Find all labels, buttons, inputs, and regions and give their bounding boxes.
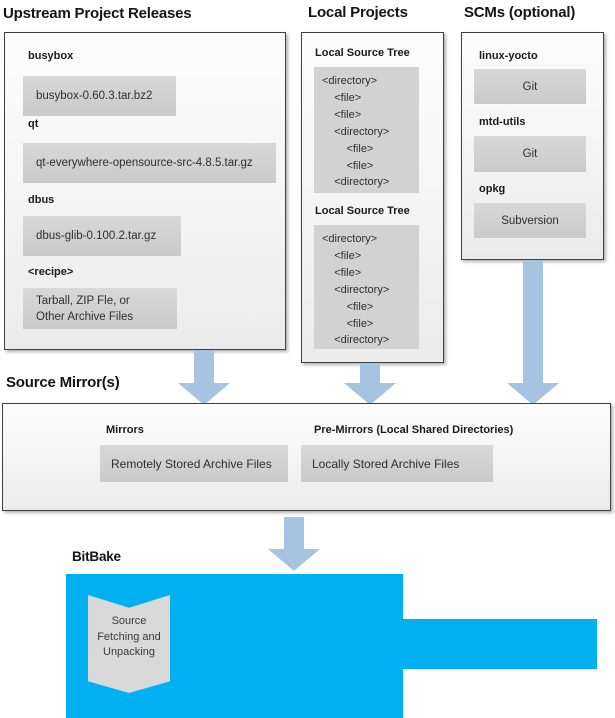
artifact-box: dbus-glib-0.100.2.tar.gz <box>23 216 181 256</box>
upstream-panel: busybox busybox-0.60.3.tar.bz2 qt qt-eve… <box>4 32 286 350</box>
scm-project-label: opkg <box>479 183 506 195</box>
artifact-box: busybox-0.60.3.tar.bz2 <box>23 76 176 116</box>
source-tree-box: <directory> <file> <file> <directory> <f… <box>314 225 419 349</box>
recipe-name-label: dbus <box>28 194 55 206</box>
scm-type-text: Git <box>522 148 538 160</box>
local-projects-title: Local Projects <box>308 4 408 21</box>
artifact-box: Tarball, ZIP Fle, or Other Archive Files <box>23 288 177 329</box>
local-projects-panel: Local Source Tree <directory> <file> <fi… <box>301 32 444 363</box>
scm-project-label: mtd-utils <box>479 116 526 128</box>
scms-panel: linux-yocto Git mtd-utils Git opkg Subve… <box>461 32 604 260</box>
mirrors-label: Mirrors <box>106 424 144 436</box>
mirror-store-box: Remotely Stored Archive Files <box>100 445 288 482</box>
mirror-store-text: Locally Stored Archive Files <box>312 456 460 471</box>
scm-type-text: Subversion <box>501 214 559 227</box>
recipe-name-label: <recipe> <box>28 266 74 278</box>
scm-type-box: Subversion <box>474 203 586 238</box>
source-tree-label: Local Source Tree <box>315 205 410 217</box>
source-tree-box: <directory> <file> <file> <directory> <f… <box>314 67 419 193</box>
mirror-store-box: Locally Stored Archive Files <box>301 445 493 482</box>
recipe-name-label: qt <box>28 118 39 130</box>
bitbake-output-bar <box>403 619 597 669</box>
scm-project-label: linux-yocto <box>479 50 538 62</box>
artifact-text: qt-everywhere-opensource-src-4.8.5.tar.g… <box>36 157 253 169</box>
premirrors-label: Pre-Mirrors (Local Shared Directories) <box>314 424 514 436</box>
source-fetching-banner: Source Fetching and Unpacking <box>88 595 170 693</box>
down-arrow-icon <box>268 517 320 571</box>
scm-type-text: Git <box>522 80 538 93</box>
artifact-text: Tarball, ZIP Fle, or Other Archive Files <box>36 294 134 323</box>
artifact-text: busybox-0.60.3.tar.bz2 <box>36 90 153 102</box>
artifact-text: dbus-glib-0.100.2.tar.gz <box>36 230 157 242</box>
down-arrow-icon <box>178 350 230 405</box>
scm-type-box: Git <box>474 136 586 172</box>
down-arrow-icon <box>507 260 559 405</box>
bitbake-title: BitBake <box>72 549 121 564</box>
mirror-store-text: Remotely Stored Archive Files <box>111 456 272 471</box>
recipe-name-label: busybox <box>28 50 74 62</box>
down-arrow-icon <box>344 363 396 405</box>
upstream-title: Upstream Project Releases <box>3 5 192 22</box>
source-tree-label: Local Source Tree <box>315 47 410 59</box>
source-mirrors-title: Source Mirror(s) <box>6 374 120 391</box>
scms-title: SCMs (optional) <box>464 4 576 21</box>
source-mirrors-panel: Mirrors Remotely Stored Archive Files Pr… <box>2 403 611 511</box>
artifact-box: qt-everywhere-opensource-src-4.8.5.tar.g… <box>23 143 276 183</box>
scm-type-box: Git <box>474 69 586 104</box>
